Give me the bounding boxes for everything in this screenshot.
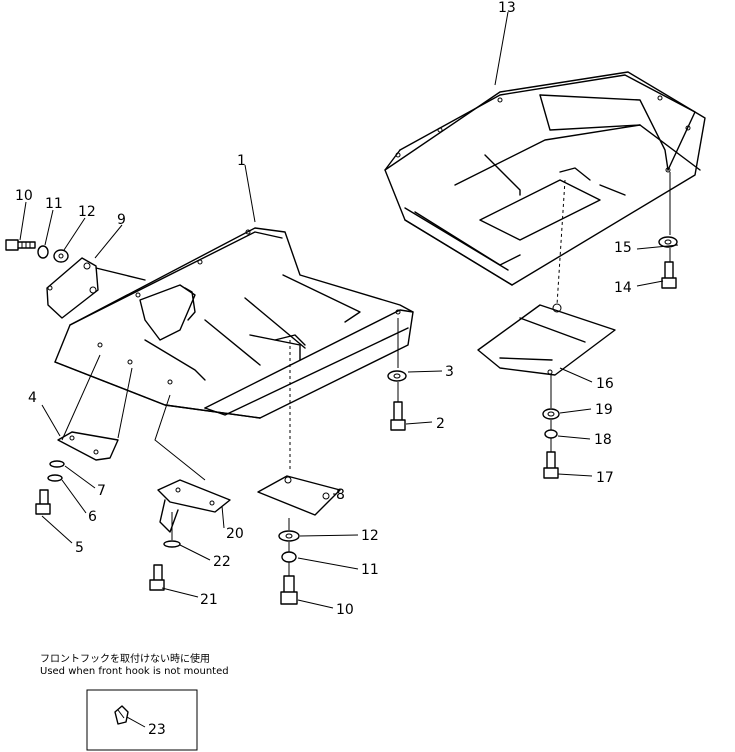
label-23: 23 [148,722,166,738]
part-numbers: 1 13 10 11 12 9 3 2 15 14 16 19 18 17 4 … [15,0,632,738]
label-19: 19 [595,402,613,418]
note-japanese: フロントフックを取付けない時に使用 [40,652,210,665]
washer-15 [658,236,678,248]
label-12-top: 12 [78,204,96,220]
clip-23 [114,705,129,725]
bolt-5 [35,489,51,515]
label-22: 22 [213,554,231,570]
label-10-bottom: 10 [336,602,354,618]
label-13: 13 [498,0,516,16]
bolt-10-top [5,239,36,251]
label-12-bottom: 12 [361,528,379,544]
inset-box [86,689,198,751]
label-20: 20 [226,526,244,542]
bolt-14 [661,261,677,289]
label-1: 1 [237,153,246,169]
label-14: 14 [614,280,632,296]
label-7: 7 [97,483,106,499]
bolt-17 [543,451,559,479]
washer-12-bottom [278,530,300,542]
note-english: Used when front hook is not mounted [40,666,229,677]
front-undercover-part [54,227,414,419]
label-3: 3 [445,364,454,380]
washer-12-top [53,249,69,263]
bottom-cover-plate-part [477,303,616,376]
washer-19 [542,408,560,420]
bolt-10-bottom [280,575,298,605]
lock-washer-18 [544,429,558,439]
inset-note: フロントフックを取付けない時に使用 Used when front hook i… [40,652,229,751]
cover-plate-part [46,257,146,319]
rear-undercover-part [384,71,706,286]
label-21: 21 [200,592,218,608]
front-hook-part [157,479,231,533]
label-17: 17 [596,470,614,486]
label-8: 8 [336,487,345,503]
washer-11-top [37,245,49,259]
label-2: 2 [436,416,445,432]
washer-22 [163,540,181,548]
washer-7 [49,460,65,468]
label-6: 6 [88,509,97,525]
bolt-21 [149,564,165,591]
label-4: 4 [28,390,37,406]
label-11-top: 11 [45,196,63,212]
label-18: 18 [594,432,612,448]
washer-3 [387,370,407,382]
washer-6 [47,474,63,482]
plate-part [57,431,119,461]
bolt-2 [390,401,406,431]
label-16: 16 [596,376,614,392]
label-9: 9 [117,212,126,228]
label-11-bottom: 11 [361,562,379,578]
leader-lines [19,11,679,728]
label-5: 5 [75,540,84,556]
label-15: 15 [614,240,632,256]
lock-washer-11-bottom [281,551,297,563]
assembly-lines [61,172,671,576]
label-10-top: 10 [15,188,33,204]
access-cover-part [257,475,341,516]
